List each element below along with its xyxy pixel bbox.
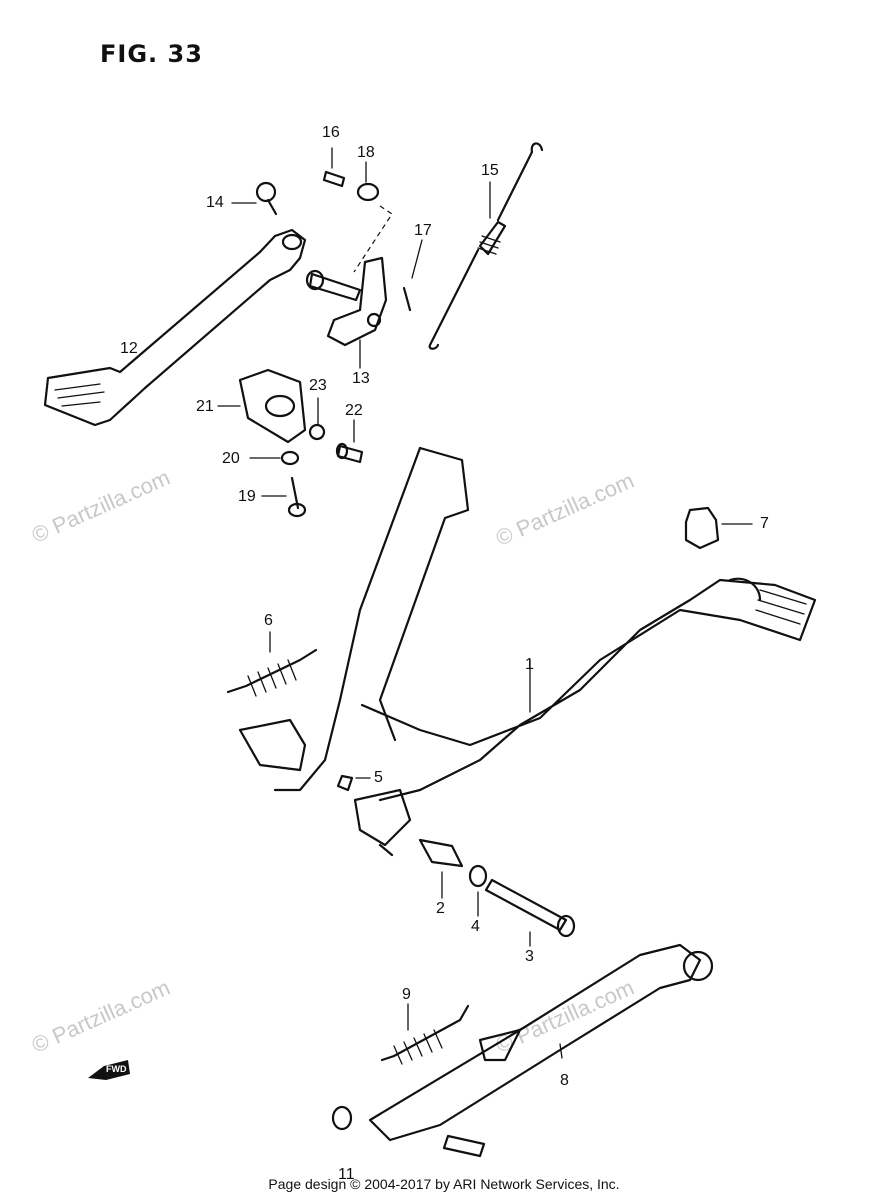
- part-7-stopper: [684, 506, 753, 550]
- part-1-center-stand: [238, 446, 817, 857]
- part-12-shift-lever: [43, 228, 307, 427]
- callout-17: 17: [414, 222, 432, 239]
- callout-7: 7: [760, 515, 769, 532]
- callout-15: 15: [481, 162, 499, 179]
- callout-6: 6: [264, 612, 273, 629]
- callout-4: 4: [471, 918, 480, 935]
- figure-title: FIG. 33: [100, 40, 203, 68]
- part-16-bolt: [322, 147, 346, 188]
- part-22-bolt: [335, 419, 364, 464]
- callout-20: 20: [222, 450, 240, 467]
- part-19-bolt: [261, 476, 307, 518]
- fwd-label: FWD: [106, 1064, 127, 1074]
- part-14-bolt: [231, 181, 278, 216]
- callout-16: 16: [322, 124, 340, 141]
- part-21-bracket: [217, 368, 307, 444]
- part-6-spring: [226, 631, 318, 697]
- callout-2: 2: [436, 900, 445, 917]
- part-11-bolt: [331, 1105, 486, 1158]
- callout-11: 11: [338, 1166, 355, 1183]
- callout-14: 14: [206, 194, 224, 211]
- callout-5: 5: [374, 769, 383, 786]
- callout-3: 3: [525, 948, 534, 965]
- part-15-spring: [428, 142, 544, 350]
- callout-23: 23: [309, 377, 327, 394]
- callout-21: 21: [196, 398, 214, 415]
- callout-13: 13: [352, 370, 370, 387]
- part-3-bolt: [484, 878, 576, 947]
- page-footer: Page design © 2004-2017 by ARI Network S…: [268, 1176, 620, 1192]
- callout-8: 8: [560, 1072, 569, 1089]
- part-23-nut: [308, 397, 326, 441]
- part-4-washer: [468, 864, 488, 917]
- part-8-side-stand: [368, 943, 714, 1142]
- part-13-shift-arm: [305, 205, 393, 369]
- part-2-collar: [418, 838, 464, 899]
- callout-1: 1: [525, 656, 534, 673]
- part-5-clip: [336, 774, 371, 792]
- callout-18: 18: [357, 144, 375, 161]
- callout-12: 12: [120, 340, 138, 357]
- part-17-pin: [402, 239, 423, 312]
- callout-9: 9: [402, 986, 411, 1003]
- callout-22: 22: [345, 402, 363, 419]
- part-18-washer: [356, 161, 380, 202]
- part-20-washer: [249, 450, 300, 466]
- part-9-spring: [380, 1003, 470, 1065]
- fwd-arrow-icon: [88, 1060, 130, 1080]
- callout-19: 19: [238, 488, 256, 505]
